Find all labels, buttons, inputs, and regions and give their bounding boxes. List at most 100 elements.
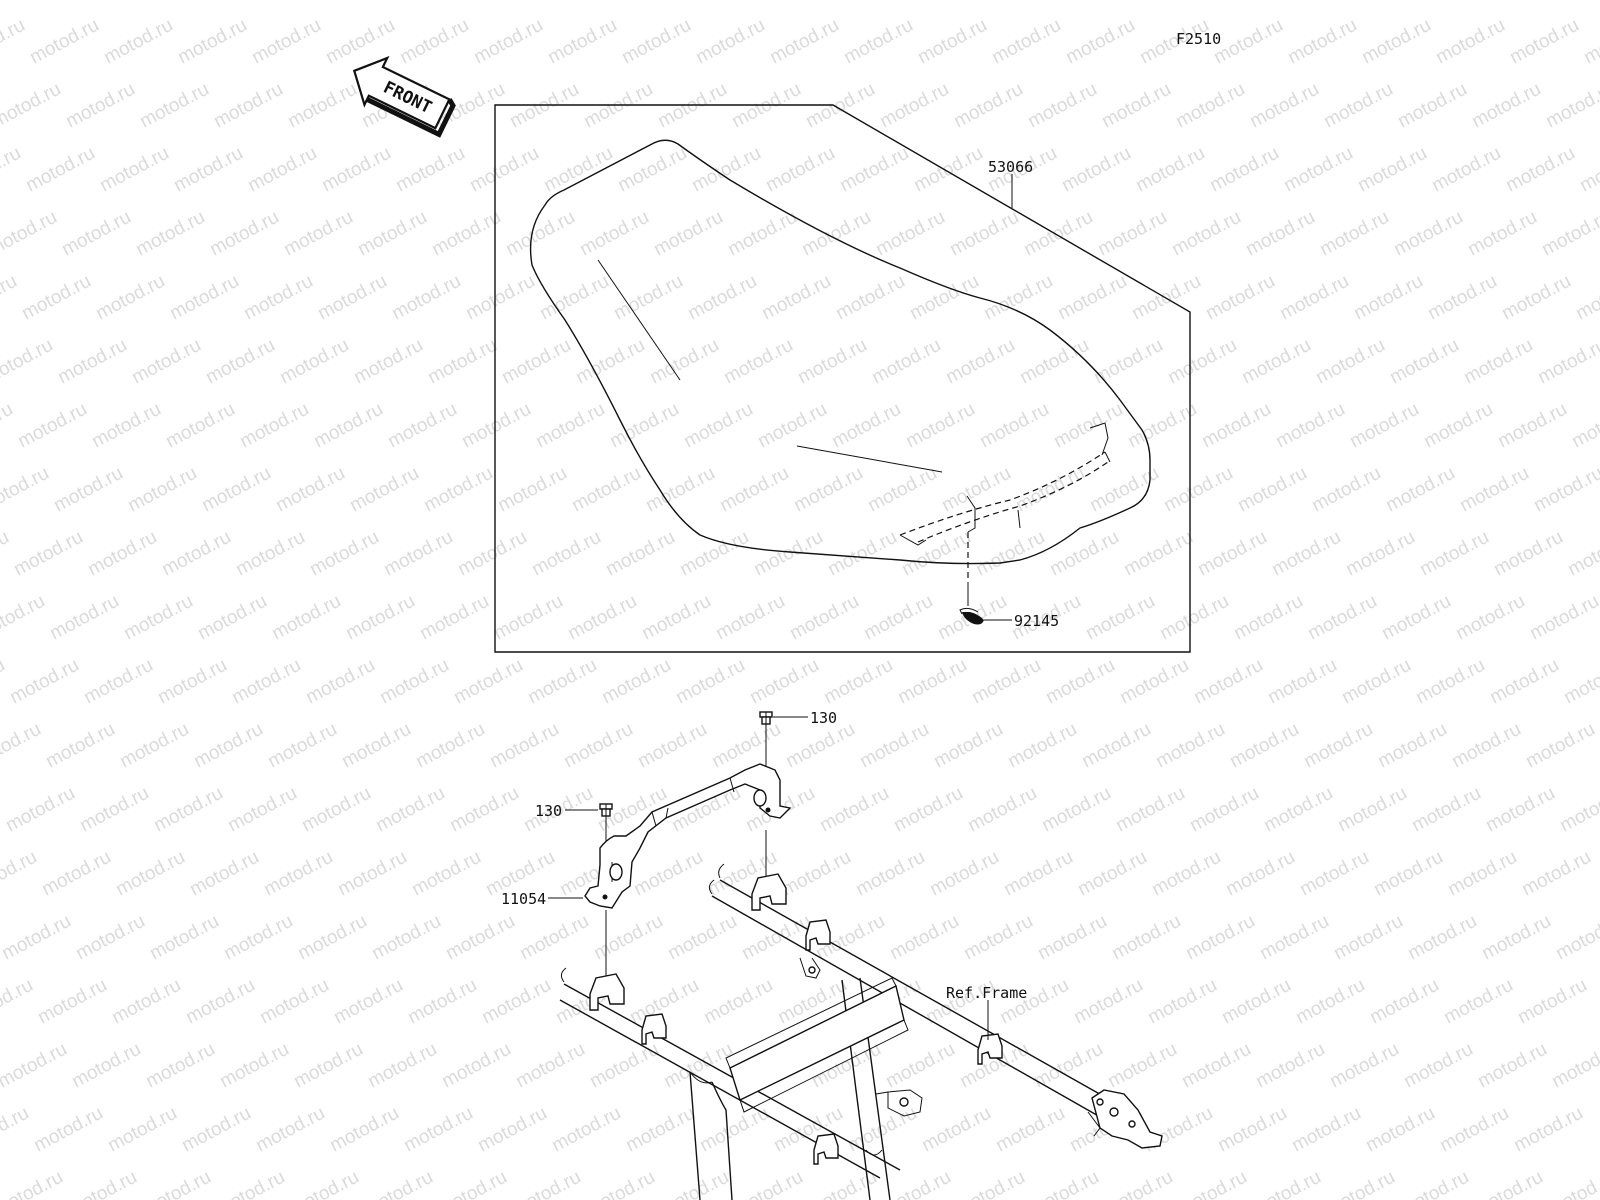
watermark-text: motod.ru [1420, 399, 1496, 453]
watermark-text: motod.ru [836, 143, 912, 197]
watermark-text: motod.ru [864, 463, 940, 517]
watermark-text: motod.ru [1428, 143, 1504, 197]
watermark-text: motod.ru [1464, 207, 1540, 261]
watermark-text: motod.ru [360, 1167, 436, 1200]
watermark-text: motod.ru [212, 1167, 288, 1200]
watermark-text: motod.ru [38, 847, 114, 901]
watermark-text: motod.ru [214, 0, 290, 4]
watermark-text: motod.ru [860, 591, 936, 645]
watermark-text: motod.ru [532, 399, 608, 453]
watermark-text: motod.ru [684, 271, 760, 325]
watermark-text: motod.ru [372, 783, 448, 837]
watermark-text: motod.ru [1474, 1039, 1550, 1093]
watermark-text: motod.ru [1256, 911, 1332, 965]
watermark-text: motod.ru [154, 655, 230, 709]
watermark-text: motod.ru [1560, 655, 1600, 709]
watermark-text: motod.ru [462, 271, 538, 325]
watermark-text: motod.ru [1178, 1039, 1254, 1093]
watermark-text: motod.ru [1478, 911, 1554, 965]
watermark-text: motod.ru [1024, 79, 1100, 133]
watermark-text: motod.ru [708, 719, 784, 773]
watermark-text: motod.ru [590, 911, 666, 965]
watermark-text: motod.ru [1000, 847, 1076, 901]
watermark-text: motod.ru [364, 1039, 440, 1093]
watermark-text: motod.ru [868, 335, 944, 389]
watermark-text: motod.ru [112, 847, 188, 901]
watermark-text: motod.ru [1086, 463, 1162, 517]
watermark-text: motod.ru [442, 911, 518, 965]
watermark-text: motod.ru [536, 271, 612, 325]
watermark-text: motod.ru [976, 399, 1052, 453]
watermark-text: motod.ru [412, 719, 488, 773]
watermark-text: motod.ru [880, 0, 956, 4]
watermark-text: motod.ru [950, 79, 1026, 133]
watermark-text: motod.ru [100, 15, 176, 69]
watermark-text: motod.ru [828, 399, 904, 453]
watermark-text: motod.ru [1174, 1167, 1250, 1200]
watermark-text: motod.ru [1038, 783, 1114, 837]
watermark-text: motod.ru [0, 1167, 67, 1200]
watermark-text: motod.ru [1316, 207, 1392, 261]
watermark-text: motod.ru [1378, 591, 1454, 645]
watermark-text: motod.ru [1300, 719, 1376, 773]
watermark-text: motod.ru [138, 1167, 214, 1200]
watermark-text: motod.ru [174, 15, 250, 69]
watermark-text: motod.ru [1394, 79, 1470, 133]
watermark-text: motod.ru [1432, 15, 1508, 69]
watermark-text: motod.ru [1470, 1167, 1546, 1200]
watermark-text: motod.ru [1362, 1103, 1438, 1157]
watermark-text: motod.ru [1366, 975, 1442, 1029]
watermark-text: motod.ru [1090, 335, 1166, 389]
watermark-text: motod.ru [1312, 335, 1388, 389]
watermark-text: motod.ru [1538, 207, 1600, 261]
watermark-text: motod.ru [42, 719, 118, 773]
watermark-text: motod.ru [1004, 719, 1080, 773]
watermark-text: motod.ru [754, 399, 830, 453]
watermark-text: motod.ru [1506, 15, 1582, 69]
watermark-text: motod.ru [614, 143, 690, 197]
watermark-text: motod.ru [638, 591, 714, 645]
watermark-text: motod.ru [80, 655, 156, 709]
watermark-text: motod.ru [458, 399, 534, 453]
watermark-text: motod.ru [630, 847, 706, 901]
watermark-text: motod.ru [436, 0, 512, 4]
watermark-text: motod.ru [376, 655, 452, 709]
watermark-text: motod.ru [392, 143, 468, 197]
watermark-text: motod.ru [1468, 79, 1544, 133]
watermark-text: motod.ru [0, 335, 57, 389]
watermark-text: motod.ru [232, 527, 308, 581]
watermark-text: motod.ru [416, 591, 492, 645]
watermark-text: motod.ru [420, 463, 496, 517]
watermark-text: motod.ru [1238, 335, 1314, 389]
watermark-text: motod.ru [688, 143, 764, 197]
watermark-text: motod.ru [178, 1103, 254, 1157]
watermark-text: motod.ru [1530, 463, 1600, 517]
watermark-text: motod.ru [1342, 527, 1418, 581]
watermark-text: motod.ru [680, 399, 756, 453]
watermark-text: motod.ru [58, 207, 134, 261]
watermark-text: motod.ru [1350, 271, 1426, 325]
watermark-text: motod.ru [384, 399, 460, 453]
watermark-text: motod.ru [816, 783, 892, 837]
watermark-text: motod.ru [1522, 719, 1598, 773]
watermark-text: motod.ru [618, 15, 694, 69]
callout-130-left: 130 [535, 802, 562, 820]
watermark-text: motod.ru [276, 335, 352, 389]
watermark-text: motod.ru [294, 911, 370, 965]
watermark-text: motod.ru [576, 207, 652, 261]
watermark-text: motod.ru [1390, 207, 1466, 261]
watermark-text: motod.ru [634, 719, 710, 773]
watermark-text: motod.ru [902, 399, 978, 453]
watermark-text: motod.ru [84, 527, 160, 581]
watermark-text: motod.ru [1252, 1039, 1328, 1093]
watermark-text: motod.ru [1552, 911, 1600, 965]
watermark-text: motod.ru [194, 591, 270, 645]
watermark-text: motod.ru [906, 271, 982, 325]
watermark-text: motod.ru [132, 207, 208, 261]
watermark-text: motod.ru [1386, 335, 1462, 389]
watermark-text: motod.ru [1140, 1103, 1216, 1157]
watermark-text: motod.ru [898, 527, 974, 581]
watermark-text: motod.ru [790, 463, 866, 517]
seat [529, 139, 1151, 565]
bracket-11054 [584, 763, 792, 909]
